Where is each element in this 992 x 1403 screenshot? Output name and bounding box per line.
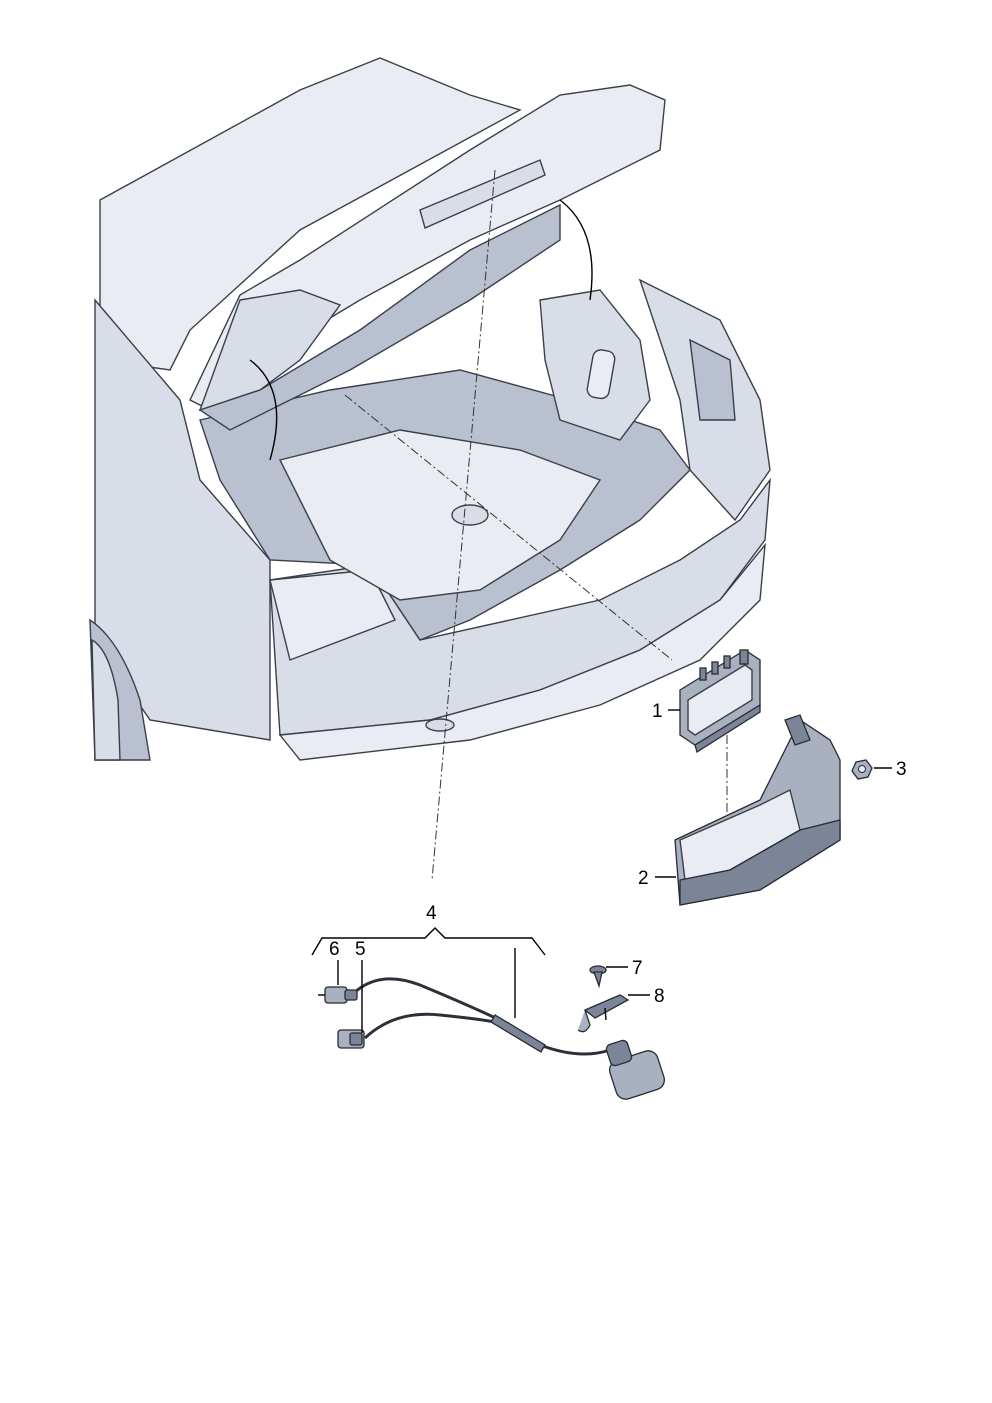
car-rear-illustration xyxy=(89,57,771,761)
callout-label-5: 5 xyxy=(355,939,366,960)
callout-label-2: 2 xyxy=(638,868,649,889)
connector-6-part[interactable] xyxy=(318,986,358,1004)
callout-label-6: 6 xyxy=(329,939,340,960)
connector-5-part[interactable] xyxy=(337,1029,365,1049)
callout-label-7: 7 xyxy=(632,958,643,979)
callout-labels: 1 2 3 4 5 6 7 8 xyxy=(329,701,907,1007)
callout-label-8: 8 xyxy=(654,986,665,1007)
nut-part[interactable] xyxy=(851,759,873,780)
callout-label-4: 4 xyxy=(426,903,437,924)
callout-label-3: 3 xyxy=(896,759,907,780)
callout-label-1: 1 xyxy=(652,701,663,722)
clip-rivet-part[interactable] xyxy=(589,965,607,989)
wiring-harness-part[interactable] xyxy=(354,977,667,1102)
cable-holder-part[interactable] xyxy=(577,994,630,1033)
mounting-bracket-part[interactable] xyxy=(674,714,841,906)
callout-leaders xyxy=(311,709,892,1033)
control-unit-part[interactable] xyxy=(679,649,761,754)
